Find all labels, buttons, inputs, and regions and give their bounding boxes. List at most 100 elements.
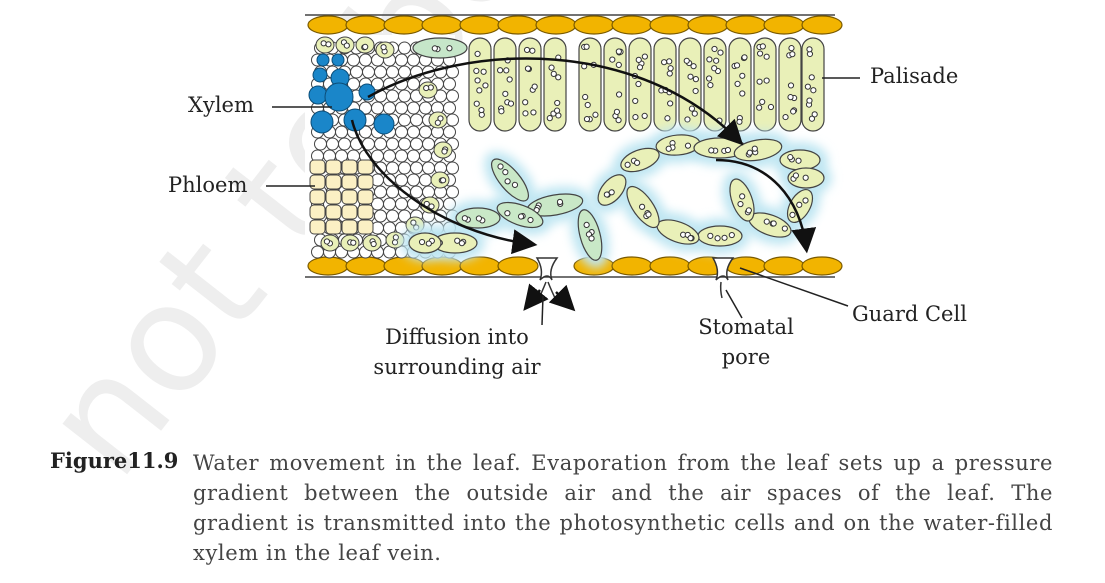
palisade-cell	[753, 37, 777, 132]
bundle-cell	[386, 89, 399, 103]
chloroplast	[527, 216, 534, 224]
chloroplast	[434, 119, 441, 126]
bundle-cell	[446, 113, 459, 127]
chloroplast	[787, 82, 795, 89]
chloroplast	[507, 100, 515, 107]
chloroplast	[418, 238, 426, 246]
chloroplast	[548, 64, 555, 71]
chloroplast	[583, 115, 591, 123]
chloroplast	[688, 105, 696, 112]
figure-number: Figure11.9	[50, 448, 179, 473]
chloroplast	[555, 74, 562, 81]
chloroplast	[632, 114, 639, 121]
chloroplast	[741, 54, 748, 61]
chloroplast	[497, 163, 504, 170]
palisade-cell	[493, 37, 517, 132]
chloroplast	[717, 49, 724, 56]
guard-cell-label: Guard Cell	[852, 302, 967, 326]
chloroplast	[691, 110, 698, 117]
bundle-cell	[326, 137, 339, 151]
chloroplast	[751, 145, 758, 152]
chloroplast	[522, 99, 529, 106]
chloroplast	[461, 215, 468, 222]
epidermis-cell	[801, 256, 843, 276]
chloroplast	[759, 43, 766, 50]
chloroplast	[632, 97, 639, 105]
chloroplast	[588, 235, 595, 242]
spongy-cell	[729, 178, 755, 222]
bundle-cell	[374, 137, 387, 151]
phloem-cell	[325, 189, 342, 205]
bundle-cell	[386, 185, 399, 199]
chloroplast	[474, 50, 481, 58]
spongy-cell	[697, 225, 743, 247]
chloroplast	[795, 157, 802, 164]
epidermis-cell	[345, 15, 387, 35]
epidermis-cell	[497, 15, 539, 35]
xylem-vessel	[331, 53, 345, 67]
bundle-cell	[395, 173, 408, 187]
leader-diffusion	[541, 295, 544, 326]
chloroplast	[707, 232, 714, 239]
bundle-cell	[395, 101, 408, 115]
chloroplast	[692, 87, 699, 95]
chloroplast	[529, 47, 536, 54]
epidermis-cell	[725, 15, 767, 35]
upper-epidermis	[307, 15, 843, 35]
chloroplast	[638, 203, 646, 210]
chloroplast	[553, 107, 561, 114]
bundle-cell	[410, 185, 423, 199]
xylem-vessel	[316, 53, 330, 67]
chloroplast	[645, 211, 652, 218]
arrow-diffusion-left	[523, 283, 549, 311]
xylem-vessel	[358, 83, 376, 101]
phloem-cell	[309, 174, 326, 190]
chloroplast	[428, 203, 435, 210]
chloroplast	[713, 57, 720, 64]
chloroplast	[770, 220, 777, 227]
bundle-cell	[419, 125, 432, 139]
chloroplast	[615, 91, 623, 98]
water-flow-arrows	[350, 57, 817, 312]
chloroplast	[789, 51, 796, 58]
spongy-cell	[408, 232, 442, 254]
bundle-cell	[362, 65, 375, 79]
phloem-cell	[325, 219, 342, 235]
chloroplast	[806, 46, 813, 53]
chloroplast	[711, 45, 718, 53]
arrow-diffusion-right	[548, 284, 576, 312]
chloroplast	[608, 189, 615, 196]
figure-caption-text: Water movement in the leaf. Evaporation …	[193, 451, 1053, 565]
chloroplast	[745, 207, 752, 214]
bundle-cell	[410, 137, 423, 151]
chloroplast	[343, 42, 350, 49]
diffusion-line-2: surrounding air	[373, 355, 541, 379]
chloroplast	[482, 82, 489, 89]
chloroplast	[530, 109, 537, 116]
chloroplast	[506, 76, 513, 83]
phloem-cell	[309, 204, 326, 220]
phloem-cell	[341, 204, 358, 220]
bundle-cell	[419, 101, 432, 115]
epidermis-cell	[307, 256, 349, 276]
spongy-cell-wall	[408, 232, 442, 254]
chloroplast	[808, 74, 815, 81]
bundle-cell	[446, 161, 459, 175]
bundle-cell	[419, 149, 432, 163]
palisade-cell	[801, 37, 825, 132]
epidermis-cell	[459, 15, 501, 35]
bundle-cell	[347, 53, 360, 67]
bundle-cell	[311, 245, 324, 259]
bundle-cell	[407, 173, 420, 187]
xylem-vessel	[373, 113, 395, 135]
epidermis-cell	[611, 15, 653, 35]
chloroplast	[446, 45, 453, 52]
chloroplast	[582, 93, 589, 101]
chloroplast	[523, 46, 531, 54]
chloroplast	[782, 113, 789, 121]
bundle-cell	[410, 161, 423, 175]
chloroplast	[667, 100, 674, 107]
spongy-cell	[656, 219, 700, 245]
bundle-cell	[395, 149, 408, 163]
chloroplast	[806, 97, 813, 104]
